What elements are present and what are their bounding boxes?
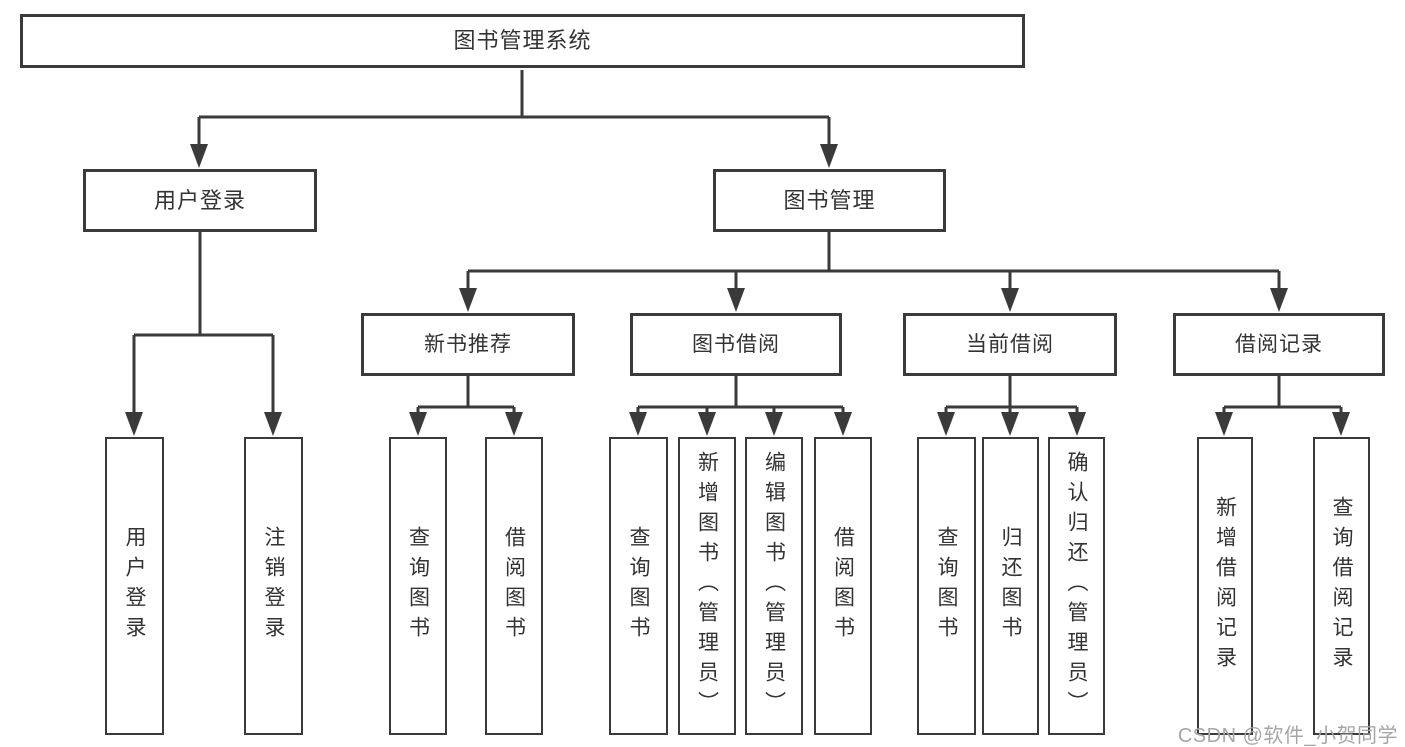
- arrowheads: [125, 144, 1350, 436]
- leaf-borrow-books-borrowing: 借阅图书: [814, 437, 872, 735]
- leaf-logout: 注销登录: [244, 437, 303, 735]
- leaf-add-books-admin: 新增图书（管理员）: [678, 437, 736, 735]
- leaf-user-login: 用户登录: [105, 437, 164, 735]
- leaf-add-borrow-record: 新增借阅记录: [1197, 437, 1253, 735]
- leaf-query-books-recommend: 查询图书: [389, 437, 447, 735]
- node-library-system: 图书管理系统: [20, 14, 1025, 68]
- node-book-borrowing: 图书借阅: [630, 313, 842, 376]
- node-book-management: 图书管理: [713, 169, 946, 232]
- watermark: CSDN @软件_小贺同学: [1177, 725, 1398, 747]
- leaf-borrow-books-recommend: 借阅图书: [485, 437, 543, 735]
- node-current-borrowing: 当前借阅: [903, 313, 1117, 376]
- node-new-book-recommendation: 新书推荐: [361, 313, 575, 376]
- leaf-query-borrow-record: 查询借阅记录: [1313, 437, 1370, 735]
- node-borrowing-records: 借阅记录: [1173, 313, 1385, 376]
- leaf-confirm-return-admin: 确认归还（管理员）: [1048, 437, 1105, 735]
- leaf-edit-books-admin: 编辑图书（管理员）: [745, 437, 803, 735]
- node-user-login: 用户登录: [83, 169, 317, 232]
- leaf-query-books-borrowing: 查询图书: [609, 437, 668, 735]
- leaf-query-books-current: 查询图书: [917, 437, 976, 735]
- leaf-return-books: 归还图书: [982, 437, 1039, 735]
